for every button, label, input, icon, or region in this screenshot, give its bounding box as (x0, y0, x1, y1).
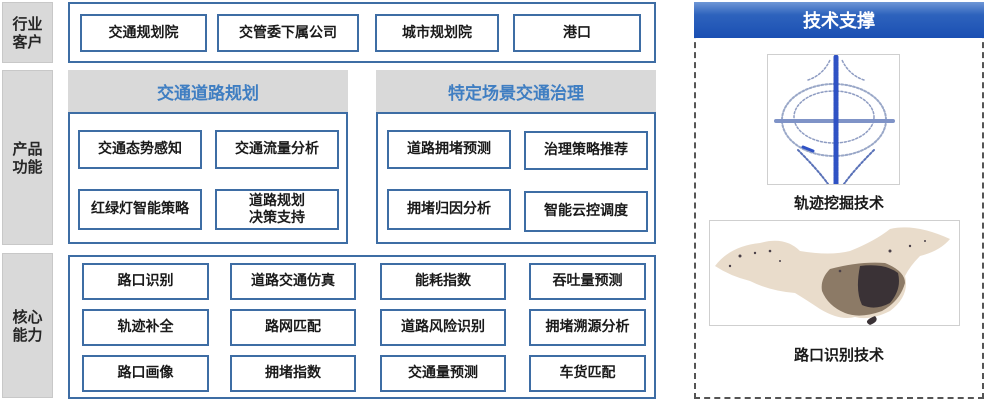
core-item: 拥堵指数 (230, 355, 356, 392)
function-label: 道路拥堵预测 (407, 141, 491, 157)
core-item: 路口画像 (82, 355, 209, 392)
function-label: 拥堵归因分析 (407, 201, 491, 217)
core-label: 路口识别 (117, 273, 174, 289)
function-item: 道路规划 决策支持 (215, 189, 339, 230)
customer-item: 港口 (513, 14, 641, 52)
core-capabilities-panel: 路口识别 道路交通仿真 能耗指数 吞吐量预测 轨迹补全 路网匹配 道路风险识别 … (68, 255, 656, 399)
core-label: 交通量预测 (408, 365, 478, 381)
core-label: 道路交通仿真 (251, 273, 335, 289)
core-label: 拥堵指数 (265, 365, 321, 381)
core-item: 路口识别 (82, 263, 209, 300)
function-item: 智能云控调度 (524, 191, 648, 232)
customer-label: 城市规划院 (402, 24, 472, 41)
function-label: 交通流量分析 (235, 141, 319, 157)
section-header-scenario-governance: 特定场景交通治理 (376, 70, 656, 112)
core-label: 路网匹配 (265, 319, 321, 335)
row-label-core: 核心能力 (2, 253, 53, 398)
tech-caption-trajectory: 轨迹挖掘技术 (793, 194, 884, 212)
function-item: 拥堵归因分析 (387, 189, 511, 230)
core-item: 能耗指数 (380, 263, 506, 300)
row-label-customers: 行业客户 (2, 2, 53, 63)
row-label-functions: 产品功能 (2, 70, 53, 245)
row-label-functions-text: 产品功能 (12, 139, 43, 176)
core-label: 路口画像 (117, 365, 174, 381)
function-item: 交通态势感知 (78, 130, 202, 169)
row-label-core-text: 核心能力 (12, 307, 43, 344)
customers-panel: 交通规划院 交管委下属公司 城市规划院 港口 (68, 2, 656, 63)
function-label: 道路规划 决策支持 (249, 192, 305, 226)
core-item: 道路风险识别 (380, 309, 506, 346)
function-label: 交通态势感知 (98, 141, 182, 157)
customer-label: 交通规划院 (108, 24, 179, 41)
row-label-customers-text: 行业客户 (12, 14, 43, 51)
section-header-road-planning: 交通道路规划 (68, 70, 348, 112)
section-title: 特定场景交通治理 (448, 83, 584, 104)
core-item: 交通量预测 (380, 355, 506, 392)
core-label: 道路风险识别 (401, 319, 485, 335)
core-item: 道路交通仿真 (230, 263, 356, 300)
customer-label: 港口 (563, 24, 591, 41)
function-label: 治理策略推荐 (544, 142, 628, 158)
scenario-governance-panel: 道路拥堵预测 治理策略推荐 拥堵归因分析 智能云控调度 (376, 112, 656, 244)
intersection-recognition-image (709, 220, 960, 326)
function-label: 智能云控调度 (544, 203, 628, 219)
road-planning-panel: 交通态势感知 交通流量分析 红绿灯智能策略 道路规划 决策支持 (68, 112, 348, 244)
core-label: 车货匹配 (559, 365, 616, 381)
core-item: 吞吐量预测 (529, 263, 646, 300)
function-item: 道路拥堵预测 (387, 130, 511, 169)
tech-support-header: 技术支撑 (694, 2, 984, 38)
china-map-icon (715, 227, 950, 325)
function-label: 红绿灯智能策略 (91, 201, 189, 217)
customer-item: 交通规划院 (80, 14, 207, 52)
core-item: 拥堵溯源分析 (529, 309, 646, 346)
customer-item: 交管委下属公司 (217, 14, 359, 52)
section-title: 交通道路规划 (157, 83, 259, 104)
core-label: 拥堵溯源分析 (545, 319, 630, 335)
function-item: 红绿灯智能策略 (78, 189, 202, 230)
core-item: 路网匹配 (230, 309, 356, 346)
core-label: 能耗指数 (415, 273, 471, 289)
customer-item: 城市规划院 (375, 14, 499, 52)
function-item: 治理策略推荐 (524, 131, 648, 170)
trajectory-mining-image (767, 54, 900, 185)
tech-caption-intersection: 路口识别技术 (793, 346, 884, 364)
trajectory-interchange-icon (774, 55, 895, 184)
core-item: 车货匹配 (529, 355, 646, 392)
core-label: 轨迹补全 (117, 319, 174, 335)
core-item: 轨迹补全 (82, 309, 209, 346)
tech-support-panel: 技术支撑 轨迹挖掘技术 (694, 2, 984, 399)
tech-support-title: 技术支撑 (803, 11, 875, 32)
customer-label: 交管委下属公司 (239, 24, 337, 41)
core-label: 吞吐量预测 (552, 273, 623, 289)
function-item: 交通流量分析 (215, 130, 339, 169)
